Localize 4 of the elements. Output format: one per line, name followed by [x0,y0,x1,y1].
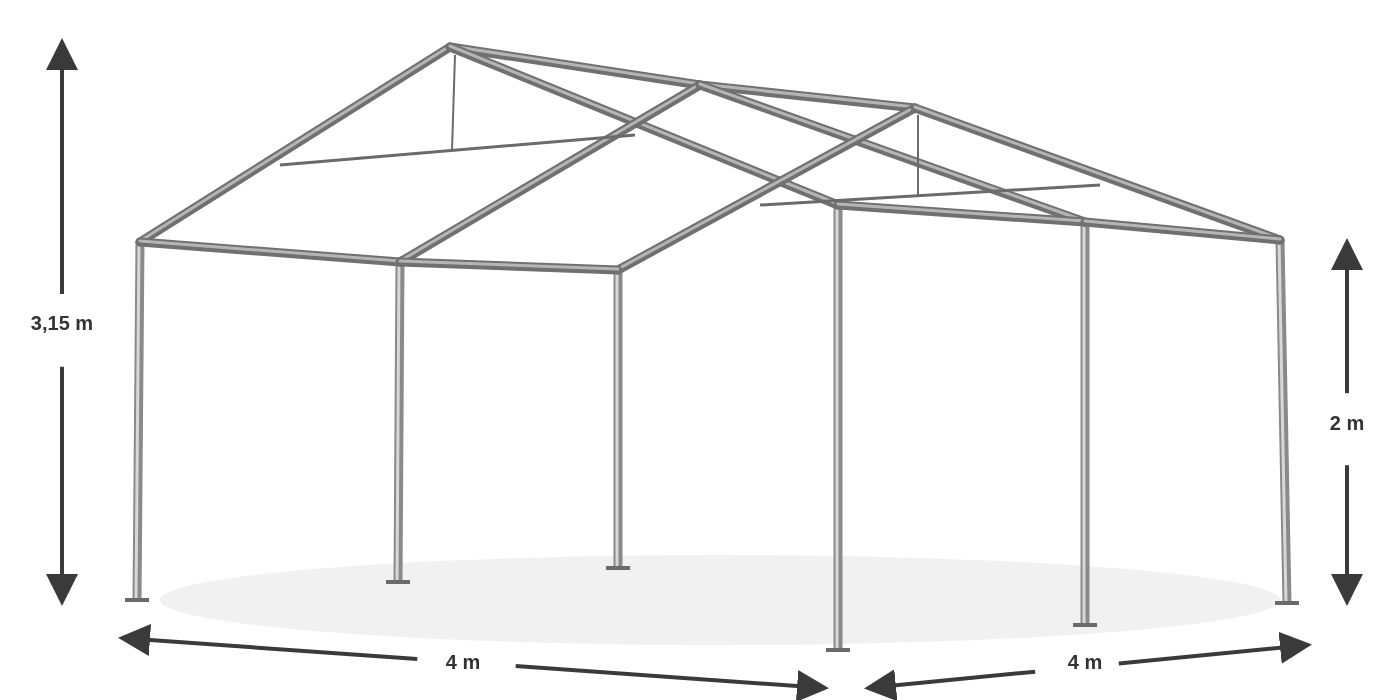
dimension-label: 4 m [445,650,481,675]
dimension-label: 3,15 m [30,311,94,336]
dimension-label: 2 m [1329,411,1365,436]
dimension-label: 4 m [1067,650,1103,675]
